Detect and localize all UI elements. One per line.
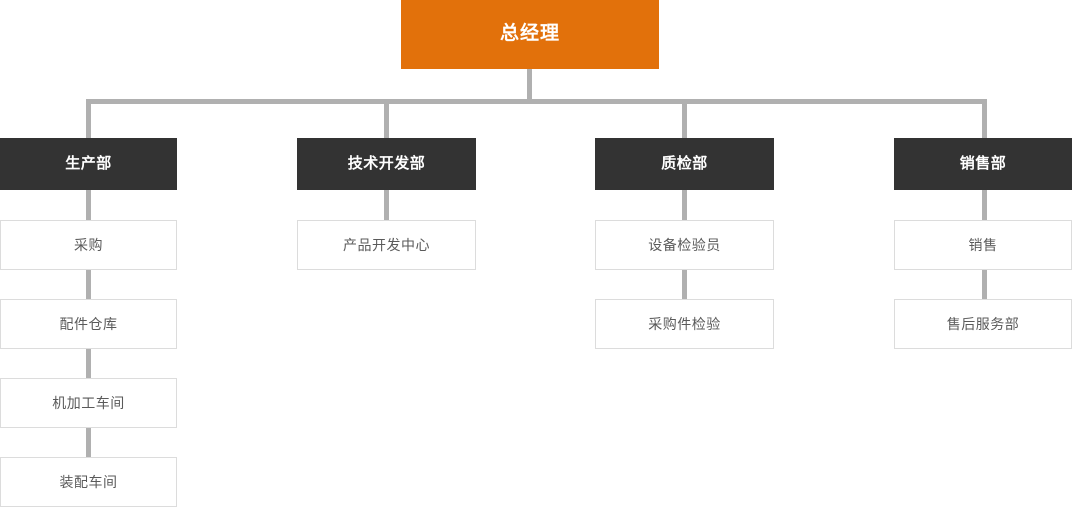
node-department-sales-label: 销售部 — [959, 155, 1007, 172]
node-sub-product-development-center[interactable]: 产品开发中心 — [297, 220, 476, 270]
connector-quality-to-child-1 — [682, 190, 687, 220]
node-department-quality-inspection[interactable]: 质检部 — [595, 138, 774, 190]
connector-quality-to-child-2 — [682, 270, 687, 299]
node-sub-equipment-inspector[interactable]: 设备检验员 — [595, 220, 774, 270]
node-sub-purchasing-label: 采购 — [74, 236, 103, 253]
node-sub-machining-workshop-label: 机加工车间 — [52, 394, 125, 411]
node-sub-sales-label: 销售 — [968, 236, 998, 253]
node-general-manager[interactable]: 总经理 — [401, 0, 659, 69]
node-general-manager-label: 总经理 — [499, 23, 560, 45]
node-sub-sales[interactable]: 销售 — [894, 220, 1072, 270]
node-department-sales[interactable]: 销售部 — [894, 138, 1072, 190]
node-sub-assembly-workshop-label: 装配车间 — [59, 473, 118, 490]
node-department-production-label: 生产部 — [65, 155, 112, 172]
node-sub-purchasing[interactable]: 采购 — [0, 220, 177, 270]
node-sub-equipment-inspector-label: 设备检验员 — [648, 236, 721, 253]
connector-techdev-to-child-1 — [384, 190, 389, 220]
connector-production-to-child-2 — [86, 270, 91, 299]
connector-production-to-child-4 — [86, 428, 91, 457]
node-department-technical-development-label: 技术开发部 — [347, 155, 426, 172]
connector-department-bus — [86, 99, 987, 104]
node-department-technical-development[interactable]: 技术开发部 — [297, 138, 476, 190]
connector-bus-to-dept-3 — [682, 99, 687, 138]
node-sub-purchased-parts-inspection[interactable]: 采购件检验 — [595, 299, 774, 349]
node-sub-parts-warehouse-label: 配件仓库 — [59, 315, 118, 332]
connector-sales-to-child-2 — [982, 270, 987, 299]
node-department-quality-inspection-label: 质检部 — [661, 155, 708, 172]
node-sub-product-development-center-label: 产品开发中心 — [343, 236, 430, 253]
connector-production-to-child-3 — [86, 349, 91, 378]
connector-sales-to-child-1 — [982, 190, 987, 220]
node-department-production[interactable]: 生产部 — [0, 138, 177, 190]
node-sub-after-sales-service[interactable]: 售后服务部 — [894, 299, 1072, 349]
connector-root-trunk — [527, 69, 532, 102]
connector-bus-to-dept-2 — [384, 99, 389, 138]
node-sub-after-sales-service-label: 售后服务部 — [946, 315, 1020, 332]
node-sub-parts-warehouse[interactable]: 配件仓库 — [0, 299, 177, 349]
node-sub-purchased-parts-inspection-label: 采购件检验 — [648, 315, 721, 332]
connector-production-to-child-1 — [86, 190, 91, 220]
node-sub-machining-workshop[interactable]: 机加工车间 — [0, 378, 177, 428]
connector-bus-to-dept-1 — [86, 99, 91, 138]
connector-bus-to-dept-4 — [982, 99, 987, 138]
node-sub-assembly-workshop[interactable]: 装配车间 — [0, 457, 177, 507]
